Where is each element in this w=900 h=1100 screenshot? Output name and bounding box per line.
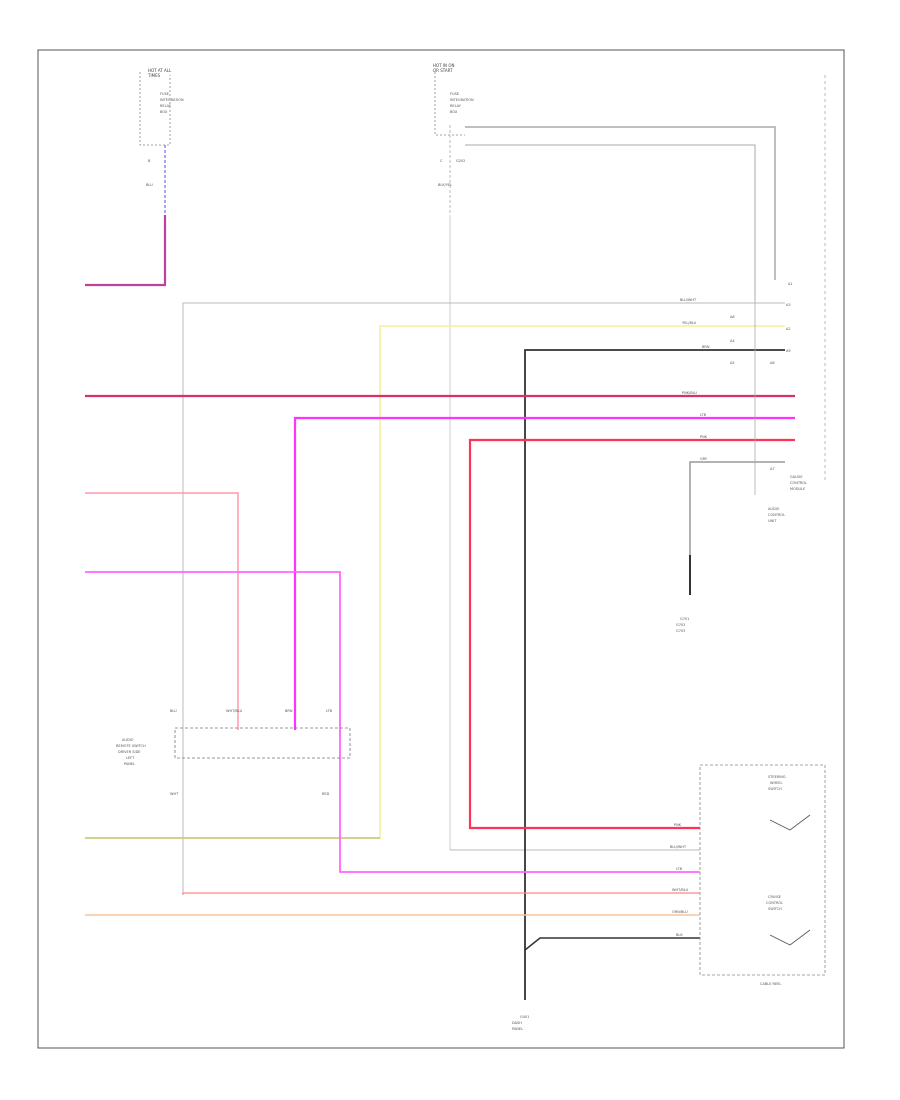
switch-contact-b (769, 929, 811, 946)
conn-caption-2: CONTROL (790, 481, 807, 485)
conn-pin-5: A8 (730, 315, 735, 319)
center-body-5: PANEL (124, 762, 135, 766)
switch-wire-3: LTB (676, 867, 683, 871)
center-top-4: LTB (326, 709, 333, 713)
fuse-left-body-1: FUSE (160, 92, 169, 96)
switch-wire-1: PNK (674, 823, 682, 827)
wire-grey-ground (689, 461, 785, 595)
conn-pin-7: A5 (730, 361, 735, 365)
ground-right: G701 G702 G703 (676, 617, 689, 633)
ground-right-3: G703 (676, 629, 685, 633)
center-bottom-1: WHT (170, 792, 179, 796)
fuse-center-right-label: G202 (456, 159, 465, 163)
fuse-left-body-2: INTEGRATION (160, 98, 184, 102)
connector-top-right: A1 A3 A2 A9 A8 A4 A5 A6 A7 GAUGE CONTROL… (730, 282, 807, 523)
center-body-1: AUDIO (122, 738, 134, 742)
fuse-left-header-2: TIMES (147, 73, 161, 78)
ground-bottom-2: DASH (512, 1021, 522, 1025)
wire-label-3: BRN (702, 345, 710, 349)
switch-title-1: STEERING (768, 775, 786, 779)
center-body-4: LEFT (126, 756, 135, 760)
switch-wire-4: WHT/BLU (672, 888, 689, 892)
wire-black-switch (524, 937, 700, 951)
ground-bottom: G401 DASH PANEL (512, 1015, 529, 1031)
wire-magenta-b (85, 571, 700, 873)
conn-pin-9: A7 (770, 467, 775, 471)
fuse-center-body-3: RELAY (450, 104, 462, 108)
fuse-center-header-2: OR START (433, 68, 453, 73)
fuse-box-center: HOT IN ON OR START FUSE INTEGRATION RELA… (433, 63, 474, 187)
wire-label-1: BLU/WHT (680, 298, 697, 302)
wire-label-2: YEL/BLU (682, 321, 697, 325)
conn-label-2: CONTROL (768, 513, 785, 517)
conn-pin-3: A2 (786, 327, 791, 331)
switch-title-3: SWITCH (768, 787, 782, 791)
fuse-center-header-1: HOT IN ON (433, 63, 454, 68)
conn-caption-1: GAUGE (790, 475, 803, 479)
switch-wire-6: BLK (676, 933, 683, 937)
steering-switch-box (699, 764, 826, 976)
center-bottom-2: RED (322, 792, 330, 796)
switch-contact-a (769, 814, 811, 831)
wire-blu-wht (182, 302, 785, 895)
fuse-center-pin: C (440, 159, 443, 163)
switch-title-2: WHEEL (770, 781, 783, 785)
diagram-frame (37, 49, 845, 1049)
steering-switch: STEERING WHEEL SWITCH CRUISE CONTROL SWI… (670, 764, 826, 986)
ground-bottom-3: PANEL (512, 1027, 523, 1031)
conn-caption-3: MODULE (790, 487, 805, 491)
conn-pin-4: A9 (786, 349, 791, 353)
fuse-left-pin: B (148, 159, 151, 163)
center-body-2: REMOTE SWITCH (116, 744, 146, 748)
ground-right-2: G702 (676, 623, 685, 627)
wire-label-4: PNK/BLU (682, 391, 697, 395)
switch-lower-1: CRUISE (768, 895, 781, 899)
wire-label-7: GRY (700, 457, 708, 461)
fuse-center-body-4: BOX (450, 110, 458, 114)
ground-bottom-1: G401 (520, 1015, 529, 1019)
switch-wire-2: BLU/WHT (670, 845, 687, 849)
fuse-left-wire: BLU (146, 183, 153, 187)
wire-grey-supply-b (465, 144, 756, 300)
wire-black (524, 349, 785, 1000)
wire-purple-top (85, 215, 167, 287)
conn-label-3: UNIT (768, 519, 777, 523)
center-unit-box (174, 727, 351, 759)
center-body-3: DRIVER SIDE (118, 750, 140, 754)
fuse-center-wire: BLK/YEL (438, 183, 452, 187)
wire-grey-supply-a (465, 126, 776, 280)
conn-pin-2: A3 (786, 303, 791, 307)
wire-pink-a (468, 438, 795, 830)
wire-label-5: LTB (700, 413, 707, 417)
right-wire-labels: BLU/WHT YEL/BLU BRN PNK/BLU LTB PNK GRY (680, 298, 710, 461)
center-unit: BLU WHT/BLU BRN LTB AUDIO REMOTE SWITCH … (116, 709, 351, 796)
conn-pin-1: A1 (788, 282, 793, 286)
wire-label-6: PNK (700, 435, 708, 439)
switch-lower-3: SWITCH (768, 907, 782, 911)
conn-pin-6: A4 (730, 339, 735, 343)
wire-light-pink (85, 492, 239, 730)
wire-pink-lower (182, 892, 700, 895)
switch-caption: CABLE REEL (760, 982, 781, 986)
fuse-box-left: HOT AT ALL TIMES FUSE INTEGRATION RELAY … (139, 68, 184, 187)
switch-wire-5: ORN/BLU (672, 910, 688, 914)
fuse-center-body-1: FUSE (450, 92, 459, 96)
wire-yellow (85, 325, 785, 839)
center-top-1: BLU (170, 709, 177, 713)
ground-right-1: G701 (680, 617, 689, 621)
fuse-left-header-1: HOT AT ALL (148, 68, 172, 73)
wire-magenta-a (293, 416, 795, 730)
fuse-left-body-4: BOX (160, 110, 168, 114)
switch-lower-2: CONTROL (766, 901, 783, 905)
fuse-center-body-2: INTEGRATION (450, 98, 474, 102)
conn-pin-8: A6 (770, 361, 775, 365)
fuse-left-body-3: RELAY (160, 104, 172, 108)
center-top-2: WHT/BLU (226, 709, 243, 713)
conn-label-1: AUDIO (768, 507, 780, 511)
center-top-3: BRN (285, 709, 293, 713)
